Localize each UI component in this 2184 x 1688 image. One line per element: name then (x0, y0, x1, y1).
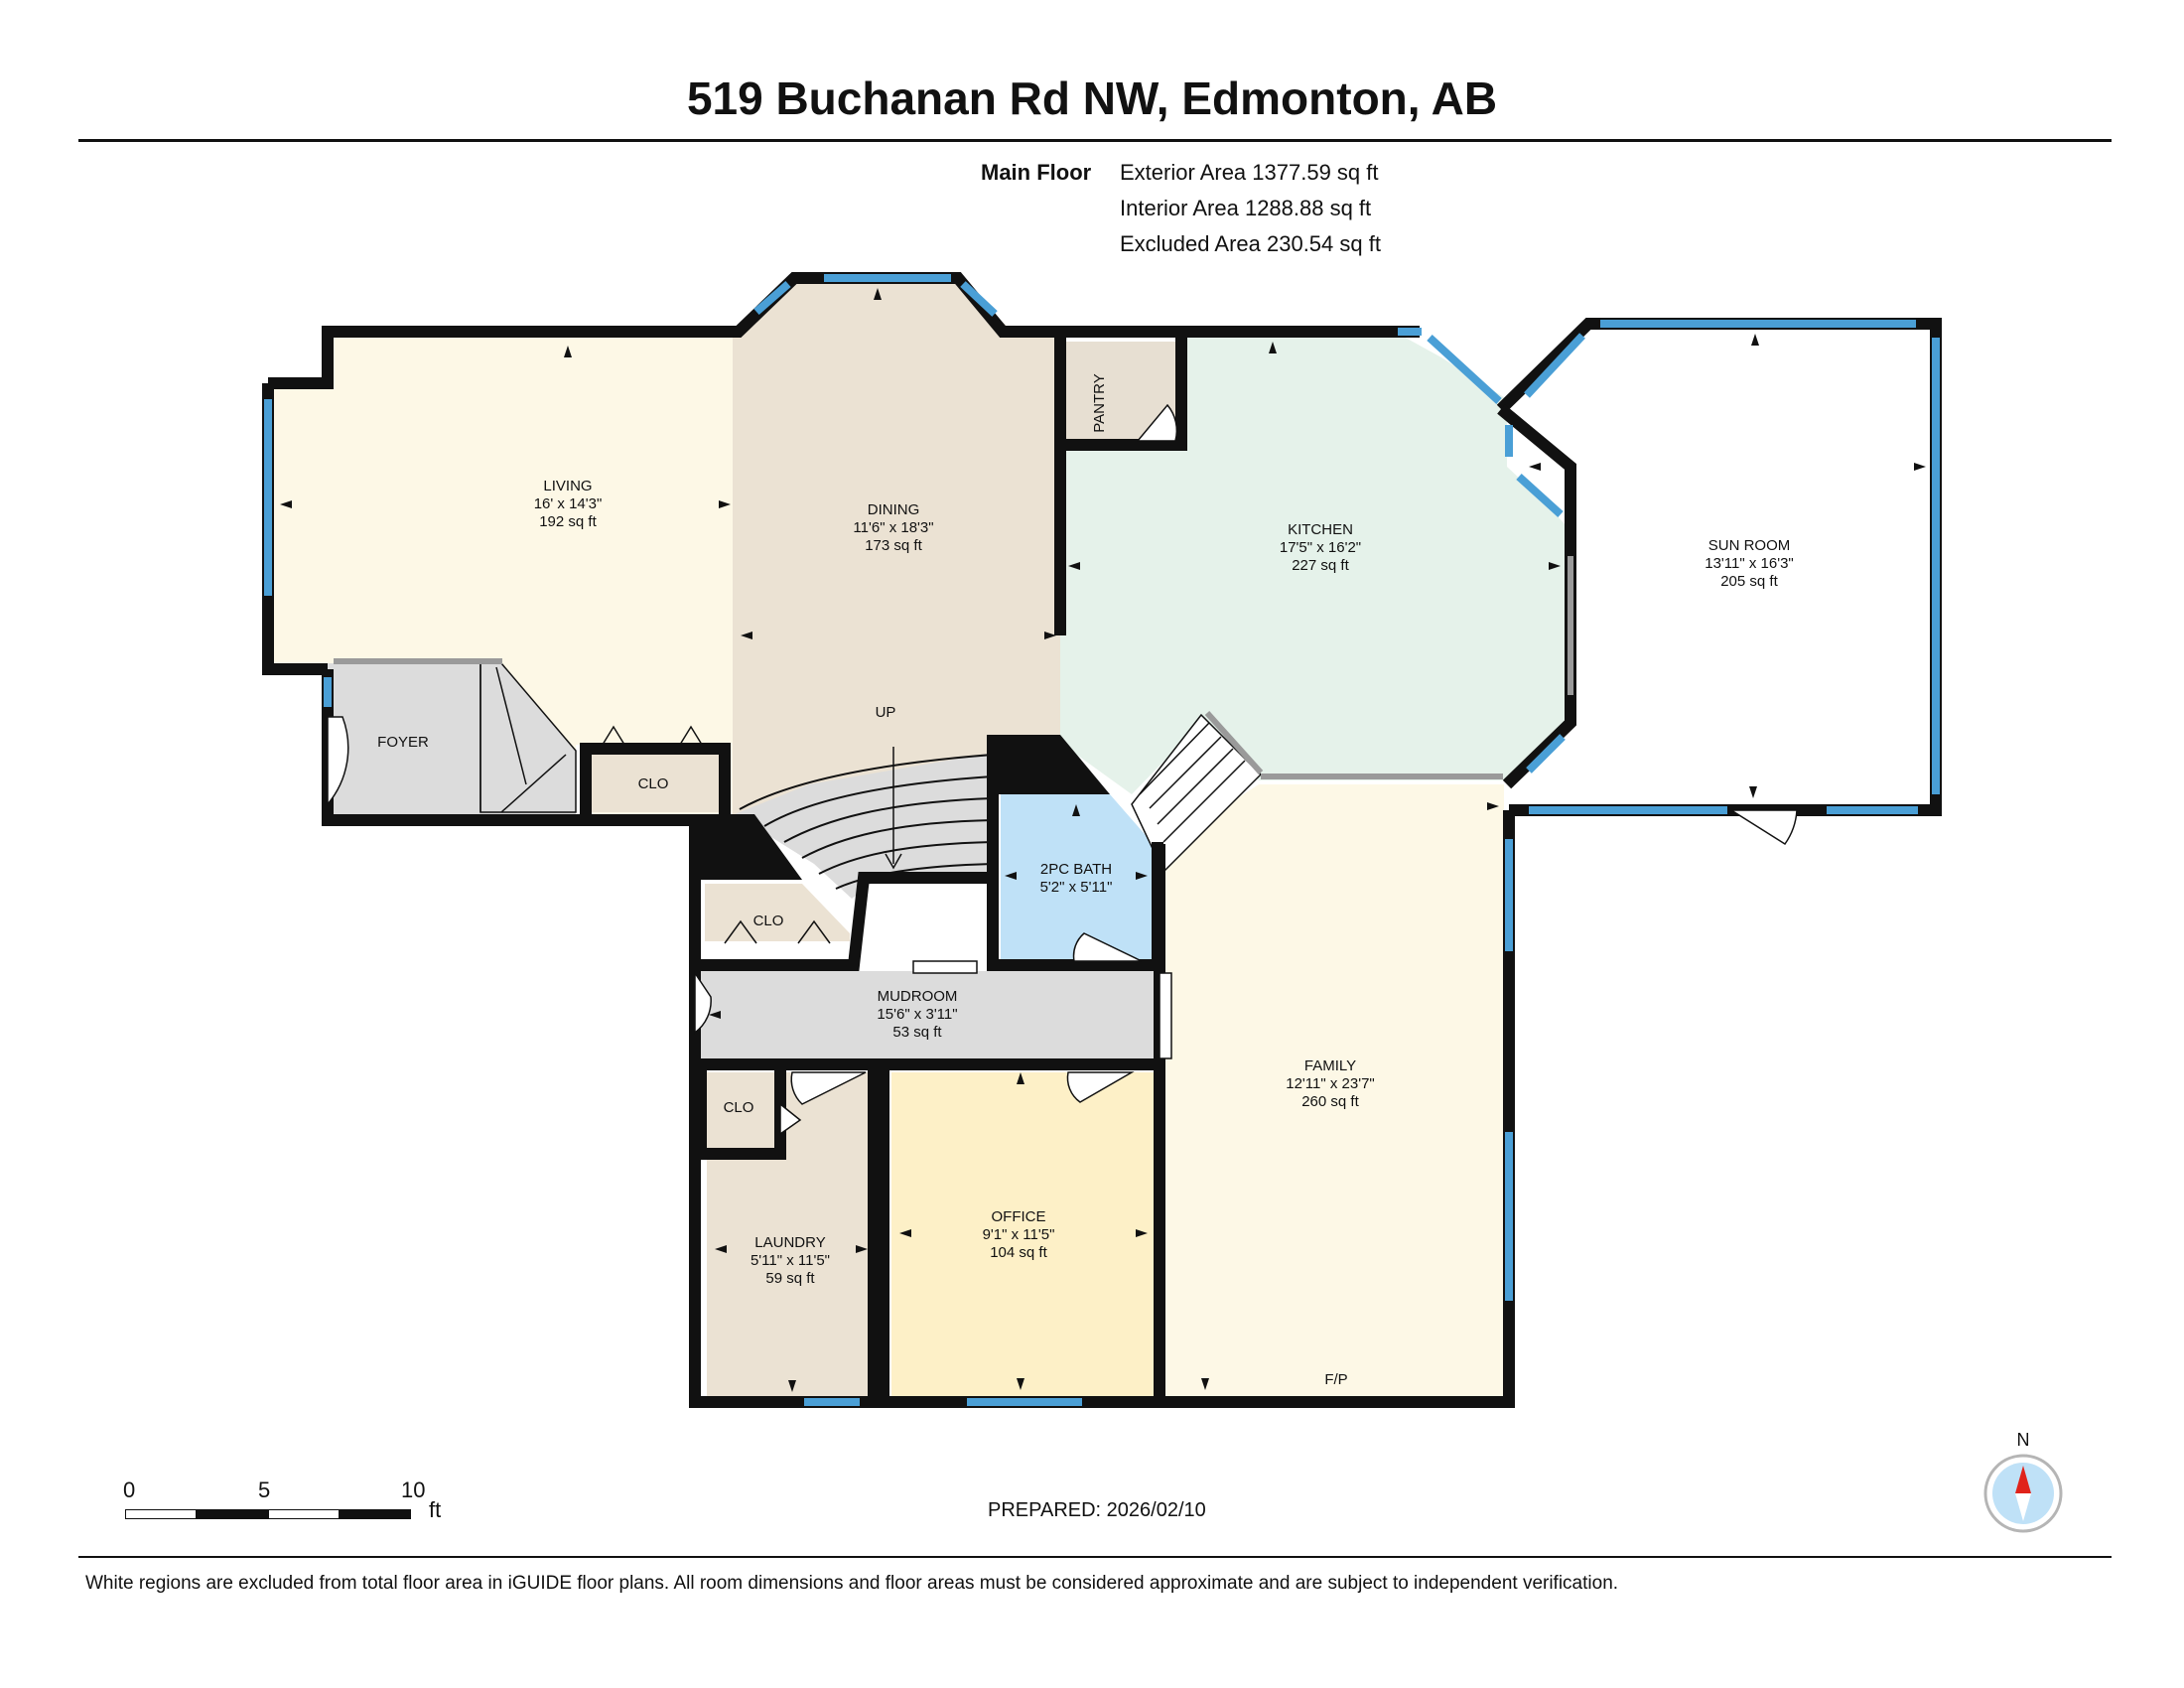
family-dims: 12'11" x 23'7" (1286, 1075, 1375, 1092)
scale-seg-3 (268, 1509, 340, 1519)
kitchen-area: 227 sq ft (1292, 557, 1349, 574)
windows (264, 274, 1940, 1406)
scale-seg-2 (197, 1509, 268, 1519)
living-name: LIVING (543, 478, 592, 494)
excluded-area: Excluded Area 230.54 sq ft (1120, 231, 1381, 256)
foyer-name: FOYER (377, 734, 429, 751)
interior-area: Interior Area 1288.88 sq ft (1120, 196, 1372, 220)
pantry-name: PANTRY (1091, 373, 1108, 432)
bifold-doors (597, 725, 831, 944)
family-area: 260 sq ft (1301, 1093, 1359, 1110)
kitchen-name: KITCHEN (1288, 521, 1353, 538)
living-dims: 16' x 14'3" (534, 495, 603, 512)
footer-divider (78, 1556, 2112, 1558)
room-mudroom-fill (695, 971, 1160, 1060)
office-area: 104 sq ft (990, 1244, 1047, 1261)
sunroom-name: SUN ROOM (1708, 537, 1791, 554)
laundry-name: LAUNDRY (754, 1234, 825, 1251)
kitchen-dims: 17'5" x 16'2" (1280, 539, 1361, 556)
bath-name: 2PC BATH (1040, 861, 1112, 878)
living-area: 192 sq ft (539, 513, 597, 530)
scale-tick-0: 0 (123, 1477, 136, 1502)
room-pantry-fill (1060, 342, 1175, 441)
doors (327, 403, 1798, 1136)
wall-wedge-bath (991, 735, 1110, 794)
wall-wedge-mud (695, 814, 802, 880)
half-walls (334, 556, 1573, 779)
clo-foyer-name: CLO (638, 775, 669, 792)
stair-family-treads (1139, 722, 1246, 843)
dimension-arrows (280, 288, 1926, 1392)
room-dining-fill (733, 278, 1060, 844)
compass-icon (1983, 1454, 2063, 1533)
disclaimer-text: White regions are excluded from total fl… (85, 1573, 1619, 1594)
stairs-up-label: UP (876, 704, 896, 721)
exterior-area: Exterior Area 1377.59 sq ft (1120, 160, 1379, 185)
room-clo-foyer-fill (586, 753, 725, 812)
scale-bar: 0 5 10 ft (119, 1477, 457, 1537)
page-title: 519 Buchanan Rd NW, Edmonton, AB (686, 72, 1498, 124)
floor-label: Main Floor (981, 160, 1092, 185)
prepared-date: PREPARED: 2026/02/10 (988, 1499, 1206, 1521)
room-family-fill (1165, 784, 1504, 1398)
compass-north-label: N (2016, 1430, 2030, 1450)
fireplace-label: F/P (1324, 1371, 1347, 1388)
scale-seg-1 (125, 1509, 197, 1519)
mudroom-name: MUDROOM (878, 988, 958, 1005)
mudroom-area: 53 sq ft (892, 1024, 942, 1041)
room-office-fill (891, 1072, 1154, 1398)
office-dims: 9'1" x 11'5" (983, 1226, 1055, 1243)
laundry-dims: 5'11" x 11'5" (751, 1252, 830, 1269)
stair-direction-arrow (885, 853, 902, 870)
stair-treads (739, 754, 994, 890)
room-bath-fill (1001, 794, 1152, 961)
family-name: FAMILY (1304, 1057, 1356, 1074)
stairs-main (735, 753, 993, 899)
clo-mud-name: CLO (753, 913, 784, 929)
room-clo-mud-fill (705, 884, 850, 941)
sunroom-dims: 13'11" x 16'3" (1705, 555, 1794, 572)
scale-seg-4 (340, 1509, 411, 1519)
sunroom-area: 205 sq ft (1720, 573, 1778, 590)
dining-area: 173 sq ft (865, 537, 922, 554)
scale-tick-5: 5 (258, 1477, 271, 1502)
clo-laundry-name: CLO (724, 1099, 754, 1116)
dining-name: DINING (868, 501, 920, 518)
title-divider (78, 139, 2112, 142)
mudroom-dims: 15'6" x 3'11" (877, 1006, 957, 1023)
compass: N (1981, 1430, 2065, 1535)
bath-dims: 5'2" x 5'11" (1040, 879, 1113, 896)
room-foyer-fill (328, 663, 576, 814)
stair-foyer-treads (479, 663, 567, 813)
scale-tick-10: 10 (401, 1477, 426, 1502)
laundry-area: 59 sq ft (765, 1270, 815, 1287)
scale-unit: ft (429, 1497, 442, 1522)
dining-dims: 11'6" x 18'3" (853, 519, 933, 536)
walls (262, 272, 1942, 1408)
office-name: OFFICE (992, 1208, 1046, 1225)
room-sunroom-fill (1517, 324, 1936, 808)
